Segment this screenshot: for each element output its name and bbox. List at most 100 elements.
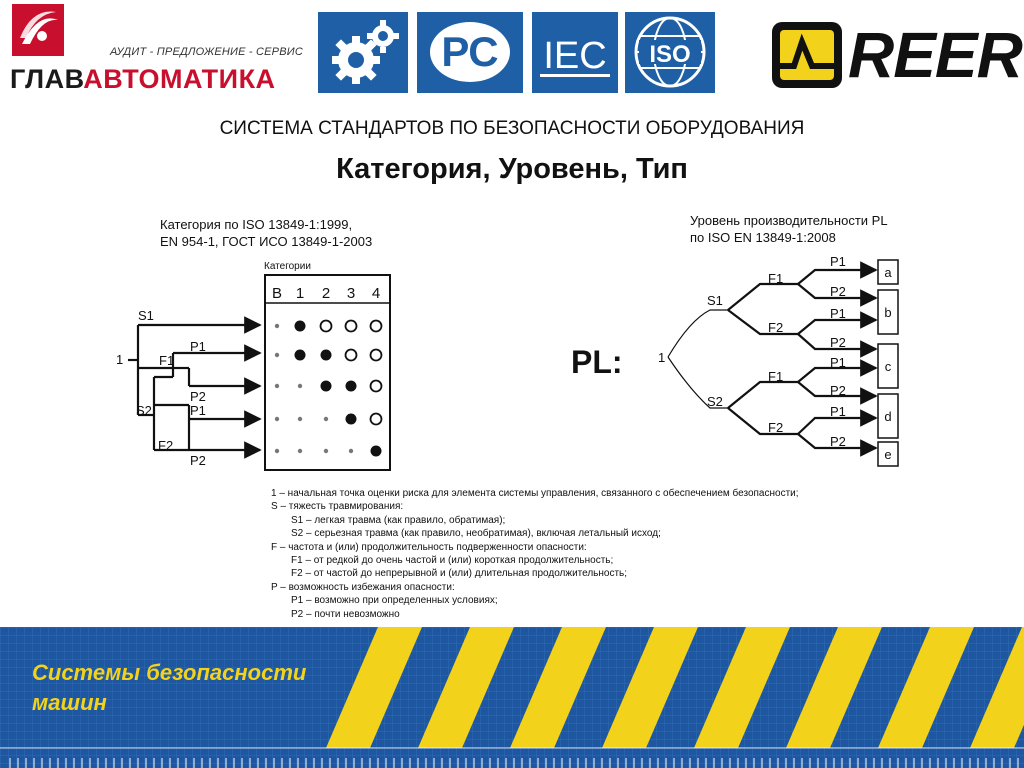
- category-dot-4-1: [274, 416, 280, 422]
- pl-box-a: [877, 259, 899, 285]
- right-p1-label-3: P1: [830, 355, 846, 370]
- brand-tagline: АУДИТ - ПРЕДЛОЖЕНИЕ - СЕРВИС: [110, 46, 303, 58]
- legend-line-8: P – возможность избежания опасности:: [271, 581, 455, 593]
- left-p1-label-b: P1: [190, 403, 206, 418]
- pl-level-b: b: [884, 305, 891, 320]
- reer-wordmark: REER: [848, 19, 1023, 91]
- category-dot-5-5: [370, 445, 382, 457]
- hazard-stripe: [418, 627, 514, 748]
- left-caption-line2: EN 954-1, ГОСТ ИСО 13849-1-2003: [160, 234, 373, 249]
- left-f2-label: F2: [158, 438, 173, 453]
- hazard-stripe: [786, 627, 882, 748]
- category-dot-2-4: [344, 348, 358, 362]
- hazard-stripe: [326, 627, 422, 748]
- iso-icon: ISO: [634, 16, 706, 88]
- left-s2-label: S2: [136, 403, 152, 418]
- legend-line-5: F – частота и (или) продолжительность по…: [271, 541, 587, 553]
- iso-logo-text: ISO: [649, 41, 690, 68]
- reer-mark: [772, 22, 842, 93]
- category-dot-3-4: [345, 380, 357, 392]
- right-caption: Уровень производительности PL по ISO EN …: [690, 212, 888, 246]
- category-dot-4-4: [345, 413, 357, 425]
- pl-level-c: c: [885, 359, 892, 374]
- category-dot-4-3: [323, 416, 329, 422]
- footer-title: Системы безопасности машин: [32, 658, 306, 718]
- category-header-2: 2: [322, 285, 330, 302]
- right-f2-label-b: F2: [768, 420, 783, 435]
- category-dot-5-4: [348, 448, 354, 454]
- pl-box-d: [877, 393, 899, 439]
- footer-banner: [0, 627, 1024, 768]
- category-dot-2-2: [294, 349, 306, 361]
- right-f1-label-a: F1: [768, 271, 783, 286]
- pl-level-a: a: [884, 265, 892, 280]
- rst-logo: РС: [417, 12, 523, 93]
- pl-label: PL:: [571, 344, 623, 380]
- category-dot-3-1: [274, 383, 280, 389]
- legend-line-7: F2 – от частой до непрерывной и (или) дл…: [291, 568, 628, 580]
- legend-line-6: F1 – от редкой до очень частой и (или) к…: [291, 555, 614, 567]
- right-s2-label: S2: [707, 394, 723, 409]
- pl-level-d: d: [884, 409, 891, 424]
- left-caption-line1: Категория по ISO 13849-1:1999,: [160, 217, 353, 232]
- legend-line-2: S – тяжесть травмирования:: [271, 501, 404, 513]
- category-header-4: 4: [372, 285, 380, 302]
- right-f1-label-b: F1: [768, 369, 783, 384]
- categories-table: [264, 274, 391, 471]
- category-header-B: B: [272, 285, 282, 302]
- brand-name-part1: ГЛАВ: [10, 64, 84, 94]
- brand-swirl-icon: [12, 4, 64, 56]
- category-dot-2-1: [274, 352, 280, 358]
- iec-logo: IEC: [532, 12, 618, 93]
- reer-mark-icon: [772, 22, 842, 88]
- hazard-stripe: [694, 627, 790, 748]
- category-dot-1-3: [319, 319, 333, 333]
- hazard-stripe: [878, 627, 974, 748]
- right-p2-label-1: P2: [830, 284, 846, 299]
- rst-icon: РС: [430, 22, 510, 82]
- iso-logo: ISO: [625, 12, 715, 93]
- right-p2-label-3: P2: [830, 383, 846, 398]
- category-dot-4-2: [297, 416, 303, 422]
- pl-box-c: [877, 343, 899, 389]
- right-caption-line1: Уровень производительности PL: [690, 213, 888, 228]
- right-p2-label-4: P2: [830, 434, 846, 449]
- gears-logo: [318, 12, 408, 93]
- right-s1-label: S1: [707, 293, 723, 308]
- brand-logo: [12, 4, 64, 56]
- category-dot-1-2: [294, 320, 306, 332]
- right-start-label: 1: [658, 350, 665, 365]
- right-f2-label-a: F2: [768, 320, 783, 335]
- hazard-stripe: [602, 627, 698, 748]
- rst-logo-text: РС: [441, 28, 498, 75]
- category-dot-5-1: [274, 448, 280, 454]
- legend-line-1: 1 – начальная точка оценки риска для эле…: [271, 488, 799, 499]
- page-subtitle: СИСТЕМА СТАНДАРТОВ ПО БЕЗОПАСНОСТИ ОБОРУ…: [219, 118, 805, 139]
- category-dot-5-3: [323, 448, 329, 454]
- left-caption: Категория по ISO 13849-1:1999, EN 954-1,…: [160, 216, 372, 250]
- page-title: Категория, Уровень, Тип: [336, 153, 688, 185]
- brand-name-part2: АВТОМАТИКА: [83, 64, 276, 94]
- left-p1-label-a: P1: [190, 339, 206, 354]
- category-dot-1-4: [344, 319, 358, 333]
- hazard-stripes: [0, 627, 1024, 768]
- gears-icon: [332, 20, 399, 84]
- right-p1-label-2: P1: [830, 306, 846, 321]
- pl-level-e: e: [884, 447, 891, 462]
- footer-title-line2: машин: [32, 690, 107, 715]
- iec-logo-text: IEC: [543, 35, 606, 77]
- legend-line-4: S2 – серьезная травма (как правило, необ…: [291, 528, 661, 540]
- left-p2-label-a: P2: [190, 389, 206, 404]
- category-header-1: 1: [296, 285, 304, 302]
- left-s1-label: S1: [138, 308, 154, 323]
- pl-box-e: [877, 441, 899, 467]
- right-p1-label-1: P1: [830, 254, 846, 269]
- category-dot-3-3: [320, 380, 332, 392]
- left-start-label: 1: [116, 352, 123, 367]
- left-p2-label-b: P2: [190, 453, 206, 468]
- category-dot-4-5: [369, 412, 383, 426]
- hazard-stripe: [970, 627, 1024, 748]
- category-dot-3-5: [369, 379, 383, 393]
- category-dot-2-3: [320, 349, 332, 361]
